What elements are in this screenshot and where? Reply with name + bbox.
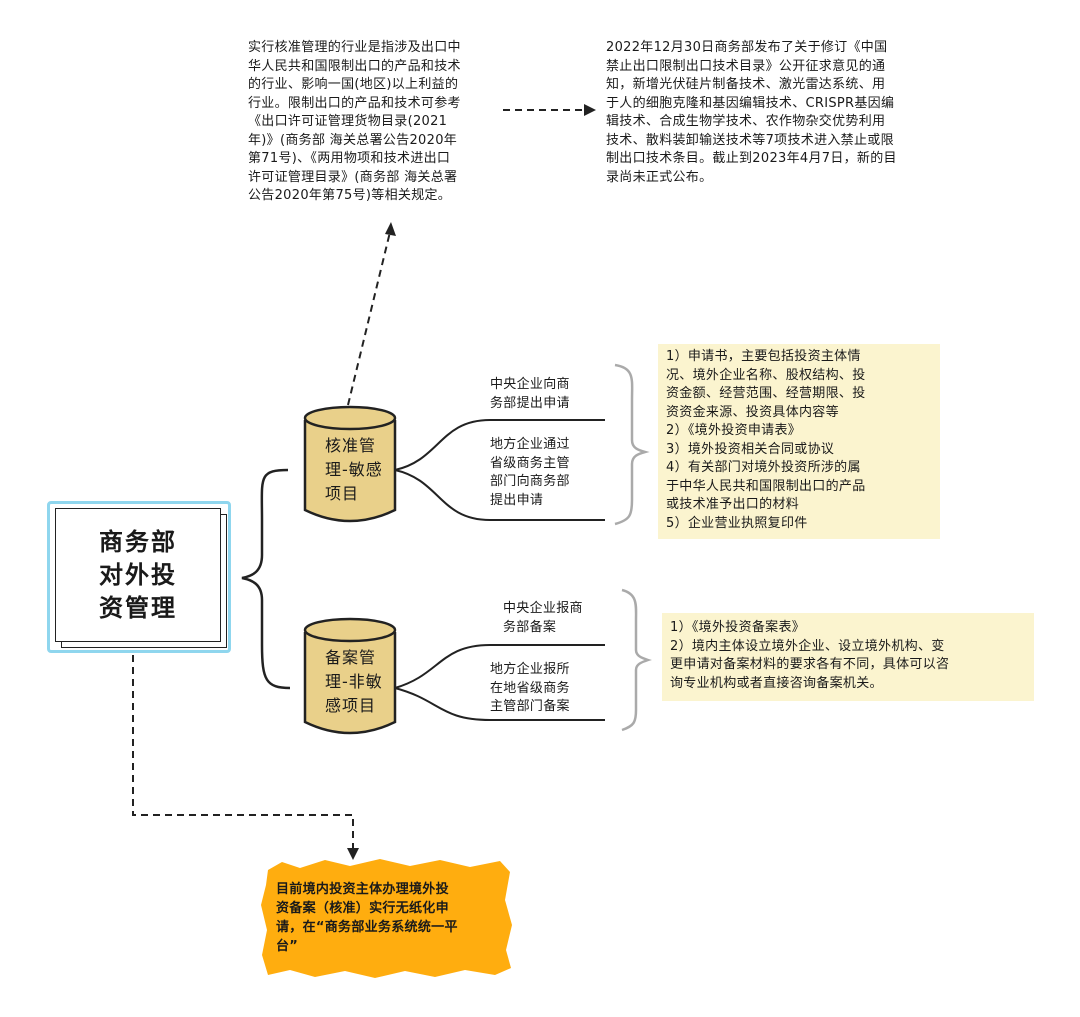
platform-note: 目前境内投资主体办理境外投 资备案（核准）实行无纸化申 请，在“商务部业务系统统… xyxy=(276,882,458,954)
child-local-approval: 地方企业通过 省级商务主管 部门向商务部 提出申请 xyxy=(490,437,570,508)
industry-note: 实行核准管理的行业是指涉及出口中 华人民共和国限制出口的产品和技术 的行业、影响… xyxy=(248,40,461,203)
child-central-filing: 中央企业报商 务部备案 xyxy=(503,601,583,635)
filing-materials-note: 1）《境外投资备案表》 2）境内主体设立境外企业、设立境外机构、变 更申请对备案… xyxy=(662,613,1034,701)
catalog-note: 2022年12月30日商务部发布了关于修订《中国 禁止出口限制出口技术目录》公开… xyxy=(606,40,897,185)
cylinder-filing xyxy=(303,617,397,735)
root-brace xyxy=(241,468,291,690)
child-local-filing: 地方企业报所 在地省级商务 主管部门备案 xyxy=(490,662,570,714)
branch-approval-label: 核准管 理-敏感 项目 xyxy=(325,436,383,503)
cylinder-approval xyxy=(303,405,397,523)
child-central-approval: 中央企业向商 务部提出申请 xyxy=(490,377,570,411)
root-title: 商务部 对外投 资管理 xyxy=(99,527,177,622)
orange-note-shape xyxy=(261,859,512,978)
branch-filing-label: 备案管 理-非敏 感项目 xyxy=(325,648,383,715)
root-node: 商务部 对外投 资管理 xyxy=(55,508,221,642)
approval-materials-note: 1）申请书，主要包括投资主体情 况、境外企业名称、股权结构、投 资金额、经营范围… xyxy=(658,344,940,539)
